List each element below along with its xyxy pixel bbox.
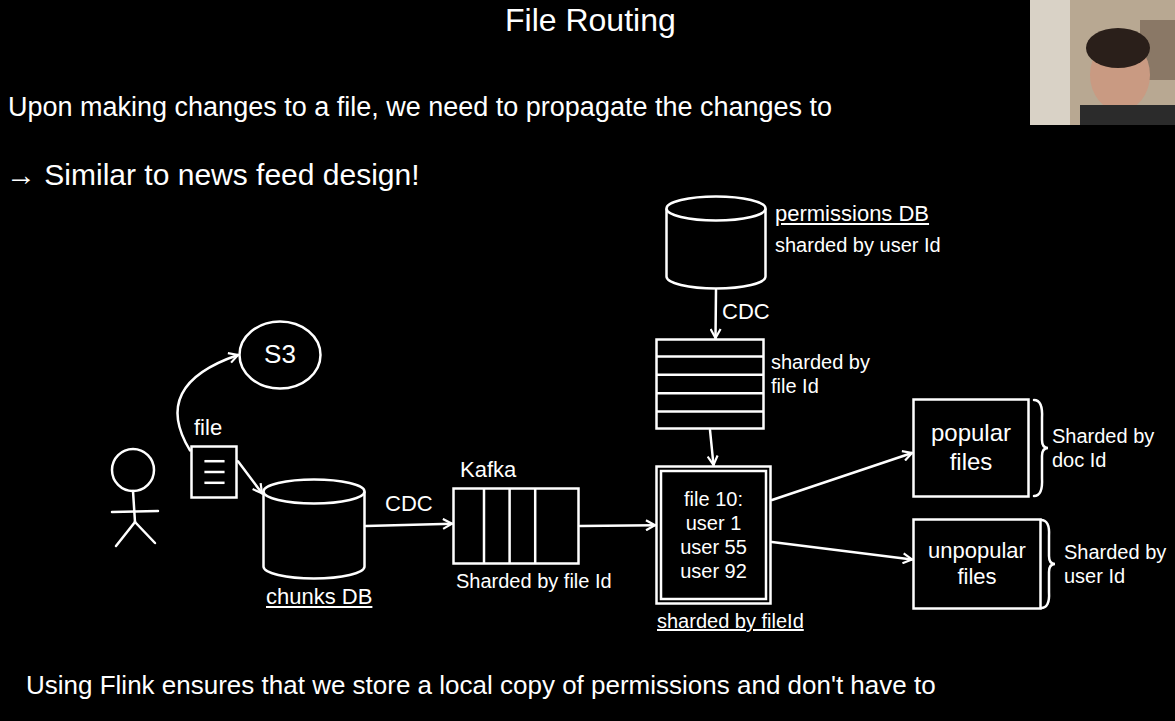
stream-queue: sharded by file Id xyxy=(655,338,765,430)
node-label: unpopular files xyxy=(922,538,1032,591)
node-label: S3 xyxy=(264,339,296,370)
database-cylinder: permissions DBsharded by user Id xyxy=(665,195,767,290)
connector-arrow xyxy=(710,430,714,465)
edge-label: CDC xyxy=(382,491,436,517)
kafka-queue: KafkaSharded by file Id xyxy=(452,487,580,565)
cache-box: unpopular filesSharded by user Id xyxy=(912,518,1042,610)
connector-arrow xyxy=(714,290,717,338)
connector-arrow xyxy=(580,524,655,527)
diagram-title: File Routing xyxy=(505,2,676,39)
database-cylinder: chunks DB xyxy=(262,478,366,580)
cache-box: popular filesSharded by doc Id xyxy=(912,398,1030,498)
connector-arrow xyxy=(238,461,262,493)
node-label: file 10: user 1 user 55 user 92 xyxy=(670,487,758,583)
file-icon: file xyxy=(190,445,238,499)
connector-arrow xyxy=(178,355,239,450)
node-caption: permissions DB xyxy=(775,201,929,227)
flink-box: file 10: user 1 user 55 user 92sharded b… xyxy=(655,465,772,605)
connector-arrow xyxy=(772,453,912,500)
node-outline xyxy=(655,465,772,605)
node-outline xyxy=(262,478,366,580)
connector-arrow xyxy=(772,542,912,559)
node-caption: sharded by file Id xyxy=(771,350,879,398)
person-figure xyxy=(112,449,158,546)
storage-circle: S3 xyxy=(238,320,322,390)
node-outline xyxy=(665,195,767,290)
webcam-inset xyxy=(1030,0,1175,125)
webcam-hair xyxy=(1086,28,1150,68)
webcam-shirt xyxy=(1080,105,1175,125)
connector-arrow xyxy=(366,524,452,526)
node-caption: file xyxy=(194,415,222,441)
node-caption: sharded by fileId xyxy=(657,609,804,633)
node-label: popular files xyxy=(926,419,1016,477)
note-text: Upon making changes to a file, we need t… xyxy=(8,92,832,123)
node-outline xyxy=(452,487,580,565)
node-caption: Sharded by user Id xyxy=(1064,540,1170,588)
webcam-wall xyxy=(1030,0,1070,125)
node-outline xyxy=(655,338,765,430)
node-caption: chunks DB xyxy=(266,584,372,610)
note-text: Using Flink ensures that we store a loca… xyxy=(26,670,936,701)
brackets xyxy=(1034,400,1055,608)
node-caption: Sharded by file Id xyxy=(456,569,612,593)
note-text: → Similar to news feed design! xyxy=(6,158,420,192)
node-caption: Kafka xyxy=(460,457,516,483)
node-outline xyxy=(190,445,238,499)
webcam-background xyxy=(1030,0,1175,125)
edge-label: CDC xyxy=(719,299,773,325)
node-caption: Sharded by doc Id xyxy=(1052,424,1158,472)
node-caption: sharded by user Id xyxy=(775,233,941,257)
